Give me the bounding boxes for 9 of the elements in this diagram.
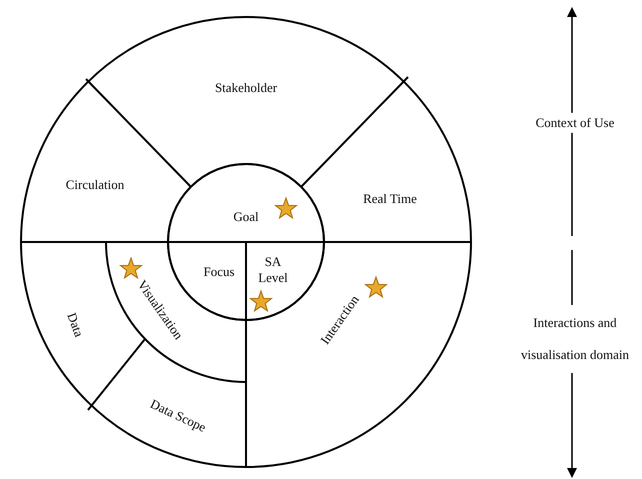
segment-label: Focus (203, 264, 235, 280)
segment-label: Goal (233, 208, 259, 226)
segment-label: Data Scope (148, 396, 208, 436)
segment-label: Circulation (66, 176, 124, 194)
segment-label: Real Time (363, 190, 417, 208)
segment-label: Data (63, 310, 87, 340)
segment-label: Stakeholder (214, 80, 278, 96)
segment-label: SA Level (256, 254, 290, 286)
axis-label: Context of Use (536, 112, 614, 134)
